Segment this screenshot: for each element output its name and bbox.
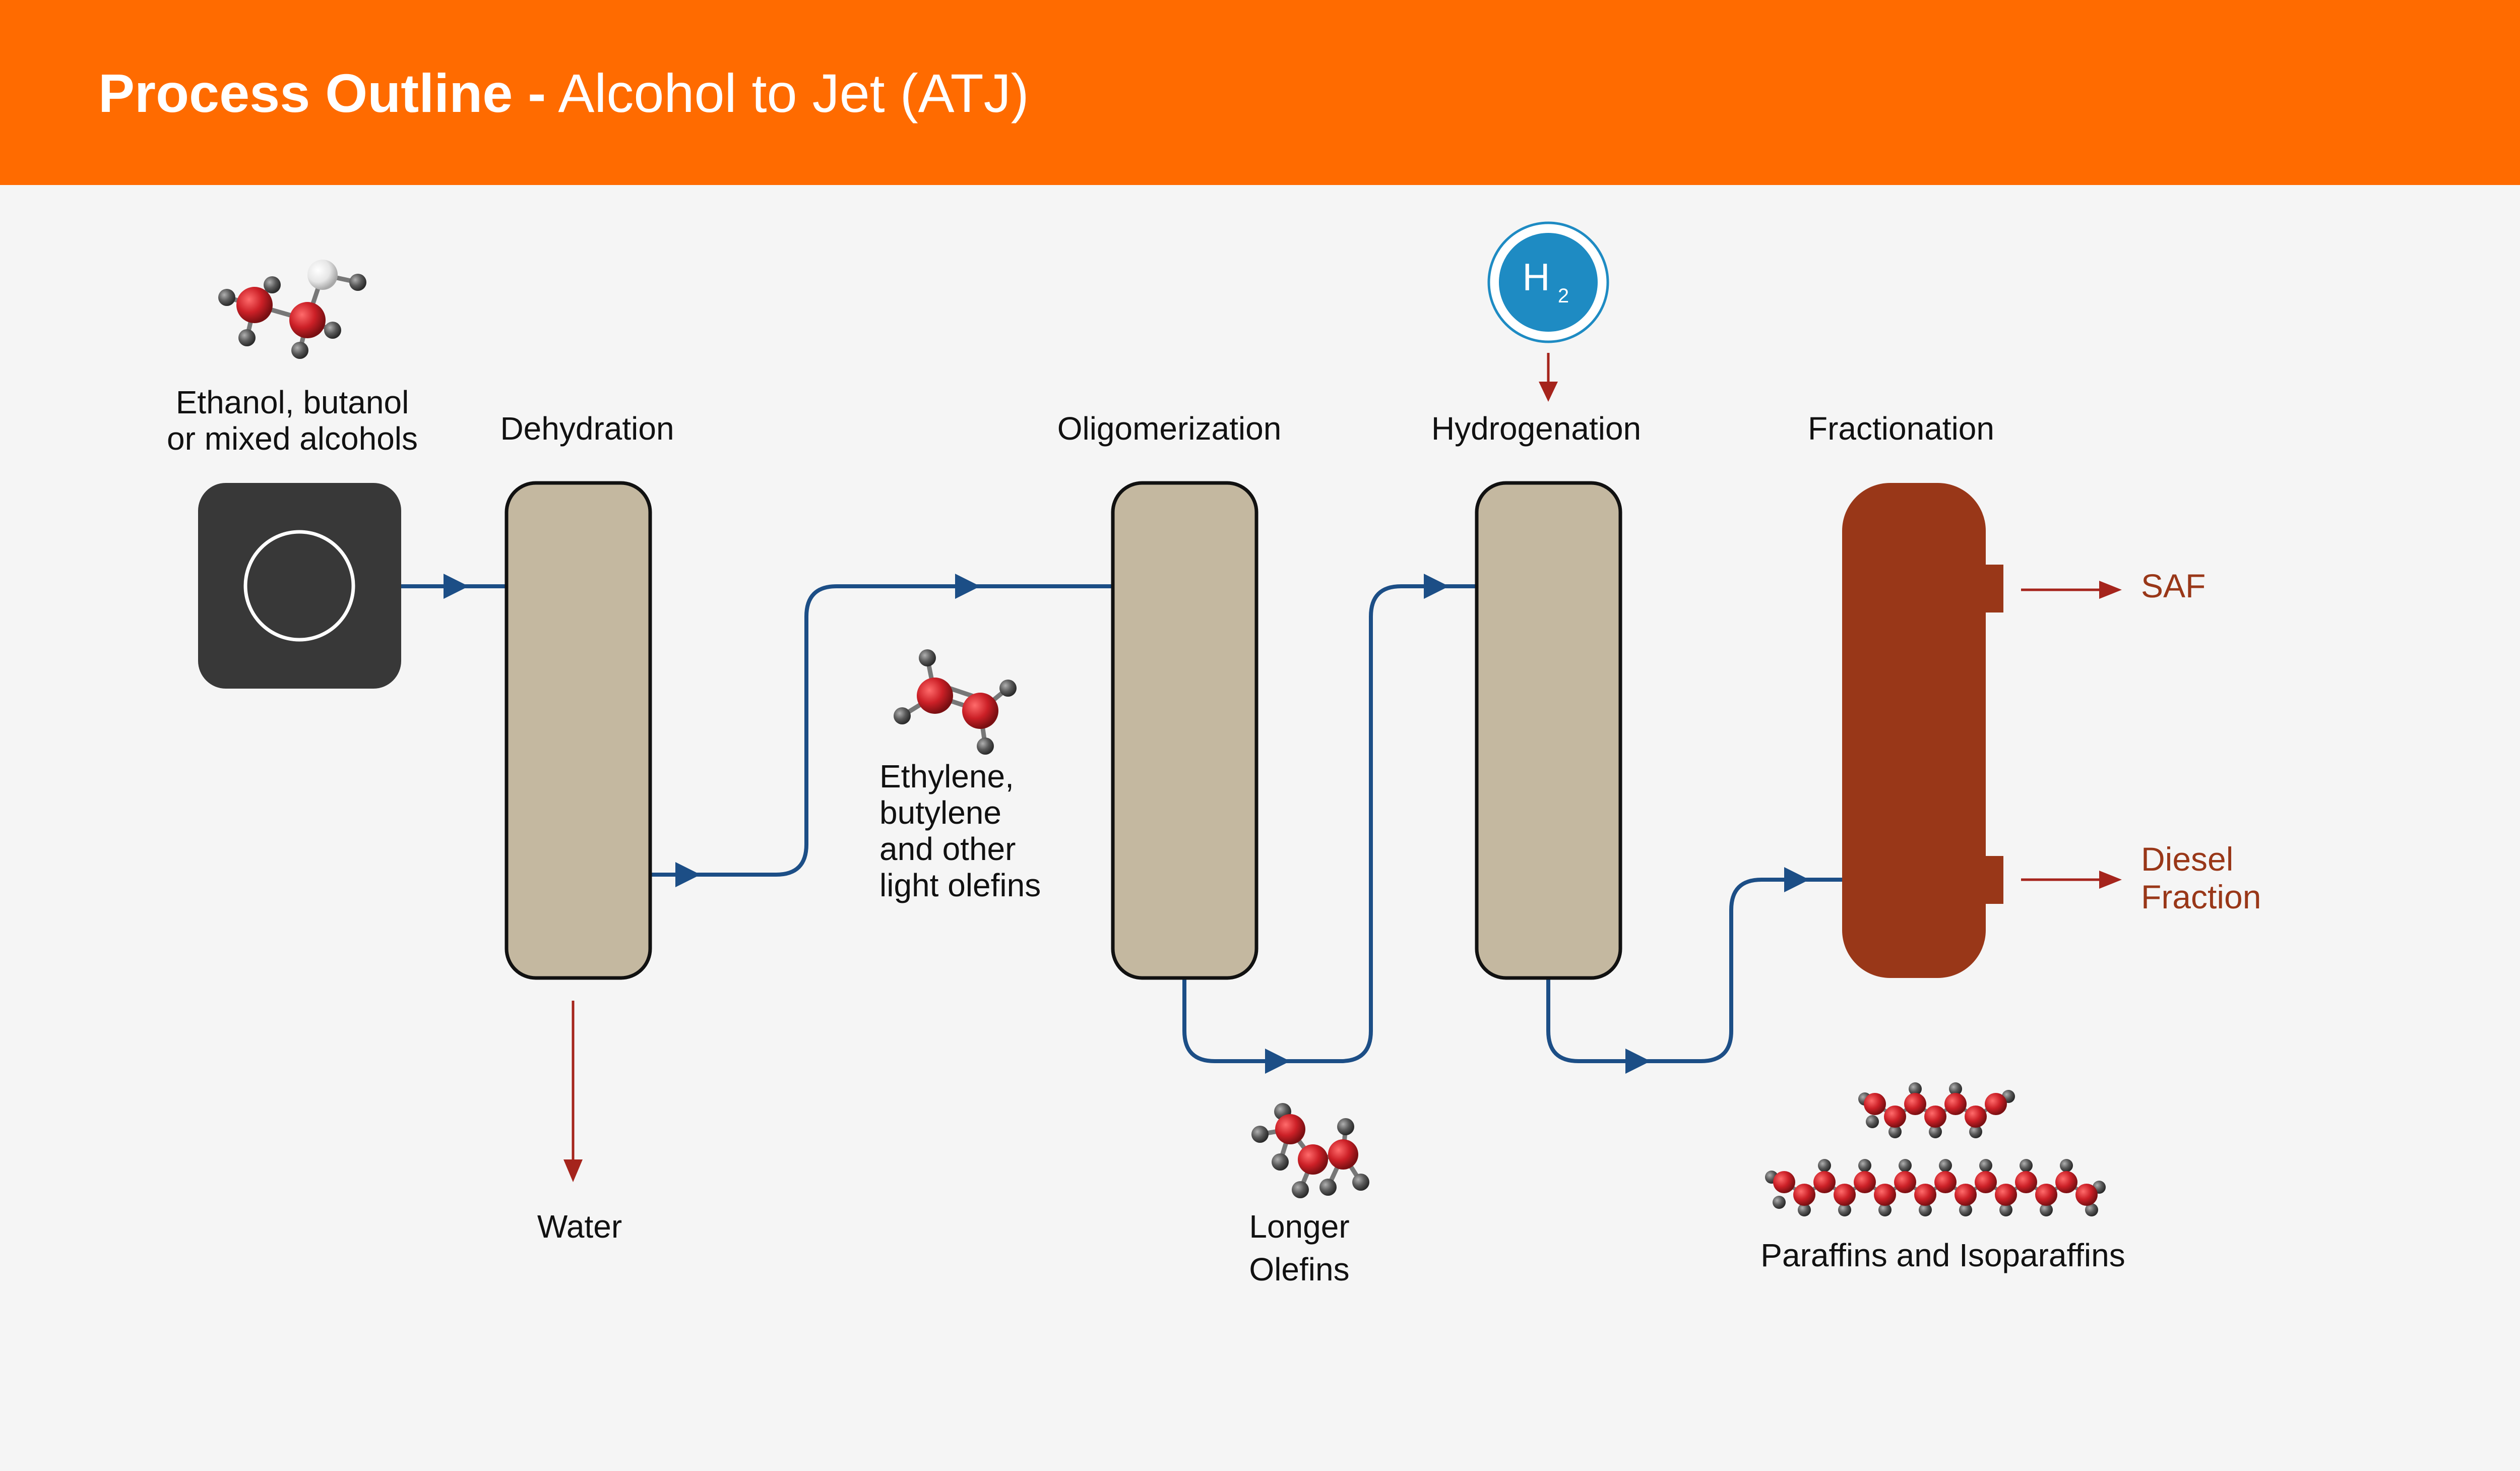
flow-arrowheads: [444, 574, 1809, 1074]
light-olefins-label-line4: light olefins: [879, 867, 1041, 903]
feed-label-line2: or mixed alcohols: [167, 420, 418, 457]
saf-label: SAF: [2141, 567, 2206, 604]
flow-arrowhead: [1625, 1049, 1651, 1074]
ethylene-molecule-icon: [894, 649, 1017, 755]
intermediate-labels: Ethylene, butylene and other light olefi…: [537, 758, 2125, 1288]
flow-lines: [401, 584, 1842, 1063]
hydrogen-symbol: H: [1523, 256, 1550, 299]
dehydration-label: Dehydration: [500, 410, 674, 447]
hydrogen-badge: H 2: [1487, 221, 1609, 343]
longer-olefins-label-line2: Olefins: [1249, 1251, 1349, 1288]
hydrogenation-reactor: [1475, 481, 1622, 980]
hydrogen-badge-fill: [1499, 233, 1598, 332]
fractionation-column: [1842, 483, 2003, 978]
dehydration-reactor: [505, 481, 652, 980]
stage-labels: Ethanol, butanol or mixed alcohols Dehyd…: [167, 384, 1994, 457]
oligomerization-label: Oligomerization: [1057, 410, 1282, 447]
page-title-light: Alcohol to Jet (ATJ): [558, 63, 1029, 124]
feed-ring: [243, 530, 355, 642]
flow-arrowhead: [1784, 867, 1809, 892]
hydrogen-subscript: 2: [1558, 285, 1569, 307]
paraffins-label: Paraffins and Isoparaffins: [1760, 1237, 2125, 1273]
oligomerization-reactor: [1111, 481, 1258, 980]
hydrogen-arrowhead: [1539, 382, 1558, 402]
paraffins-molecule-icon: [1765, 1082, 2106, 1216]
output-arrows: [563, 353, 2122, 1182]
flow-arrowhead: [675, 862, 701, 887]
saf-arrowhead: [2099, 581, 2122, 599]
diesel-arrowhead: [2099, 871, 2122, 889]
feed-source: [198, 483, 401, 689]
alcohol-molecule-icon: [218, 260, 366, 359]
header-bar: Process Outline - Alcohol to Jet (ATJ): [0, 0, 2520, 185]
flow-line-dehydration-to-oligomerization: [650, 584, 1114, 877]
hydrogenation-label: Hydrogenation: [1431, 410, 1641, 447]
page-title: Process Outline - Alcohol to Jet (ATJ): [98, 60, 1029, 126]
fractionator-vessel: [1842, 483, 1986, 978]
fractionation-label: Fractionation: [1808, 410, 1994, 447]
saf-outlet-nozzle: [1981, 565, 2003, 612]
product-labels: SAF Diesel Fraction: [2141, 567, 2261, 915]
flow-arrowhead: [955, 574, 980, 599]
light-olefins-label-line1: Ethylene,: [879, 758, 1014, 794]
diesel-label-line2: Fraction: [2141, 878, 2261, 915]
feed-label-line1: Ethanol, butanol: [176, 384, 409, 420]
light-olefins-label-line2: butylene: [879, 794, 1001, 831]
diesel-outlet-nozzle: [1981, 856, 2003, 904]
water-label: Water: [537, 1208, 622, 1245]
diesel-label-line1: Diesel: [2141, 840, 2233, 878]
longer-olefins-label-line1: Longer: [1249, 1208, 1349, 1245]
flow-arrowhead: [1265, 1049, 1290, 1074]
flow-line-hydrogenation-to-fractionation: [1546, 878, 1842, 1063]
feed-box: [198, 483, 401, 689]
page-title-bold: Process Outline -: [98, 63, 546, 124]
flow-arrowhead: [444, 574, 469, 599]
flow-line-oligomerization-to-hydrogenation: [1182, 584, 1477, 1063]
light-olefins-label-line3: and other: [879, 831, 1016, 867]
longer-olefins-molecule-icon: [1251, 1103, 1369, 1198]
flow-arrowhead: [1424, 574, 1449, 599]
water-arrowhead: [563, 1159, 583, 1182]
